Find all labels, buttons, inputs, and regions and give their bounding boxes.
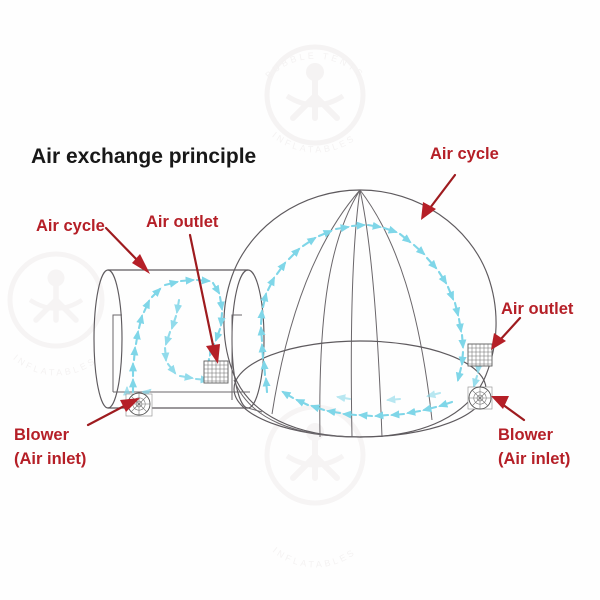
air-outlet-vent-dome[interactable]	[467, 343, 493, 367]
leader-blower-left	[86, 398, 140, 427]
label-air-cycle-left: Air cycle	[36, 217, 105, 235]
leader-air-outlet-left	[188, 233, 220, 364]
watermark-top: BUBBLE TENTS INFLATABLES	[263, 44, 366, 155]
entrance-tunnel	[93, 269, 265, 413]
label-blower-left-line2: (Air inlet)	[14, 450, 86, 468]
label-air-outlet-left: Air outlet	[146, 213, 219, 231]
leader-blower-right	[491, 396, 526, 422]
label-blower-left-line1: Blower	[14, 426, 70, 444]
page-title: Air exchange principle	[31, 145, 256, 168]
bubble-dome	[223, 189, 497, 438]
watermark-bottom-text: INFLATABLES	[271, 545, 358, 569]
air-outlet-vent-tunnel[interactable]	[203, 360, 229, 384]
blower-dome[interactable]	[467, 386, 493, 410]
label-blower-right-line2: (Air inlet)	[498, 450, 570, 468]
watermark-bottom: INFLATABLES	[264, 404, 366, 569]
leader-air-cycle-left	[104, 226, 150, 274]
airflow-dome-right-down	[398, 232, 483, 389]
label-air-cycle-right: Air cycle	[430, 145, 499, 163]
leader-air-outlet-right	[491, 316, 522, 350]
label-air-outlet-right: Air outlet	[501, 300, 574, 318]
airflow-dome-crown	[350, 221, 398, 234]
label-blower-right-line1: Blower	[498, 426, 554, 444]
blower-tunnel[interactable]	[125, 392, 153, 417]
airflow-dome-left-up	[257, 224, 351, 394]
airflow-dome-base-ring	[281, 390, 454, 420]
watermark-left: INFLATABLES	[7, 251, 105, 378]
leader-air-cycle-right	[421, 173, 457, 220]
watermark-left-text: INFLATABLES	[11, 353, 98, 378]
